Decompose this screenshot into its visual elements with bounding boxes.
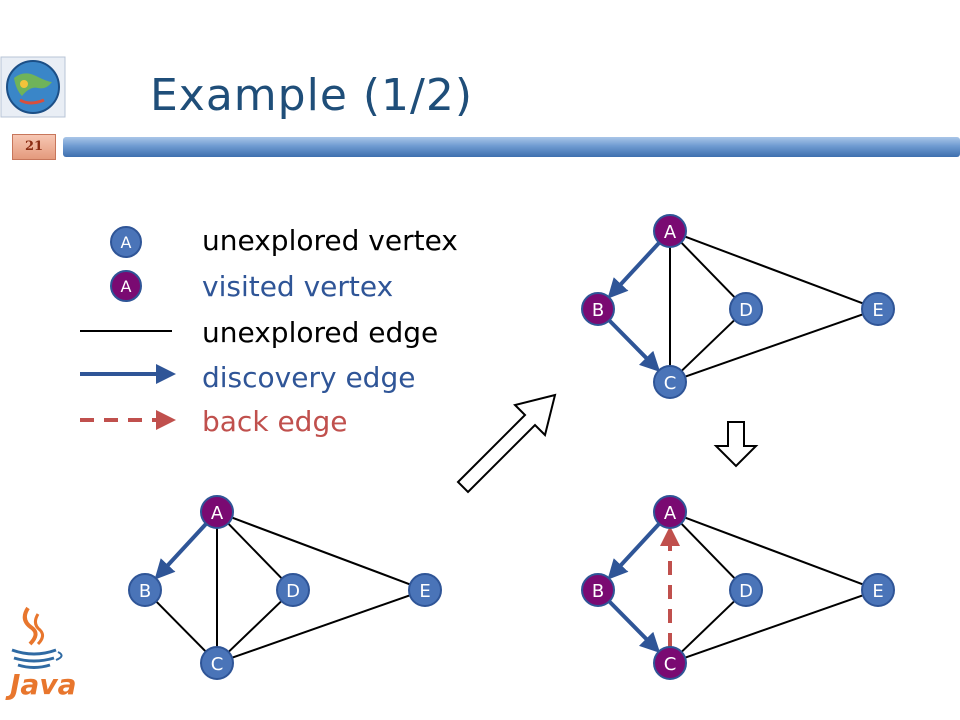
- edge-CE-unexplored: [231, 594, 411, 659]
- edge-BC-discovery: [607, 599, 661, 654]
- vertex-E-unexplored: [408, 573, 442, 607]
- vertex-label-E: E: [872, 300, 883, 321]
- vertex-label-B: B: [592, 300, 604, 321]
- vertex-label-B: B: [592, 581, 604, 602]
- edge-AB-discovery: [607, 522, 661, 580]
- edge-AE-unexplored: [684, 516, 864, 586]
- vertex-E-unexplored: [861, 292, 895, 326]
- legend-label-unexplored-vertex: unexplored vertex: [202, 224, 458, 257]
- java-logo-text: Java: [10, 668, 77, 701]
- graph-bottom-left: A B C D E: [128, 495, 442, 680]
- edge-CD-unexplored: [227, 600, 283, 653]
- edge-AE-unexplored: [231, 516, 411, 586]
- vertex-C-unexplored: [200, 646, 234, 680]
- vertex-C-unexplored: [653, 365, 687, 399]
- vertex-C-visited: [653, 646, 687, 680]
- vertex-A-visited: [653, 214, 687, 248]
- vertex-D-unexplored: [729, 292, 763, 326]
- vertex-E-unexplored: [861, 573, 895, 607]
- down-transition-arrow-icon: [713, 421, 759, 468]
- legend-vertex-label: A: [121, 277, 132, 296]
- edge-AE-unexplored: [684, 235, 864, 305]
- vertex-label-D: D: [286, 581, 300, 602]
- edge-AD-unexplored: [680, 522, 736, 580]
- java-logo-icon: [11, 606, 63, 669]
- vertex-B-unexplored: [128, 573, 162, 607]
- vertex-A-visited: [653, 495, 687, 529]
- slide-number: 21: [12, 134, 56, 160]
- vertex-B-visited: [581, 573, 615, 607]
- globe-logo-icon: [0, 56, 66, 118]
- graph-top-right: A B C D E: [581, 214, 895, 399]
- legend-label-unexplored-edge: unexplored edge: [202, 316, 439, 349]
- title-divider-bar: [63, 137, 960, 157]
- edge-BC-discovery: [607, 318, 661, 373]
- edge-BC-unexplored: [155, 600, 207, 653]
- edge-CD-unexplored: [680, 319, 736, 372]
- legend-symbols: AA: [80, 226, 176, 430]
- legend-label-visited-vertex: visited vertex: [202, 270, 394, 303]
- legend-label-discovery-edge: discovery edge: [202, 361, 416, 394]
- edge-CE-unexplored: [684, 594, 864, 659]
- vertex-D-unexplored: [276, 573, 310, 607]
- graph-bottom-right: A B C D E: [581, 495, 895, 680]
- vertex-label-B: B: [139, 581, 151, 602]
- vertex-A-visited: [200, 495, 234, 529]
- graphs: A B C D E A B C D E A B C D E: [128, 214, 895, 680]
- vertex-label-E: E: [419, 581, 430, 602]
- vertex-label-D: D: [739, 581, 753, 602]
- vertex-label-C: C: [664, 654, 677, 675]
- diagonal-transition-arrow-icon: [456, 393, 557, 494]
- legend-vertex-label: A: [121, 233, 132, 252]
- edge-CE-unexplored: [684, 313, 864, 378]
- vertex-label-A: A: [664, 222, 677, 243]
- edge-AB-discovery: [607, 241, 661, 299]
- vertex-B-visited: [581, 292, 615, 326]
- vertex-label-D: D: [739, 300, 753, 321]
- edge-CD-unexplored: [680, 600, 736, 653]
- vertex-label-E: E: [872, 581, 883, 602]
- edge-AD-unexplored: [227, 522, 283, 580]
- legend-label-back-edge: back edge: [202, 405, 348, 438]
- vertex-label-A: A: [211, 503, 224, 524]
- legend-vertex-visited-icon: [110, 270, 142, 302]
- vertex-D-unexplored: [729, 573, 763, 607]
- slide-title: Example (1/2): [150, 70, 474, 121]
- vertex-label-A: A: [664, 503, 677, 524]
- legend-vertex-unexplored-icon: [110, 226, 142, 258]
- vertex-label-C: C: [211, 654, 224, 675]
- edge-AB-discovery: [154, 522, 208, 580]
- edge-AD-unexplored: [680, 241, 736, 299]
- vertex-label-C: C: [664, 373, 677, 394]
